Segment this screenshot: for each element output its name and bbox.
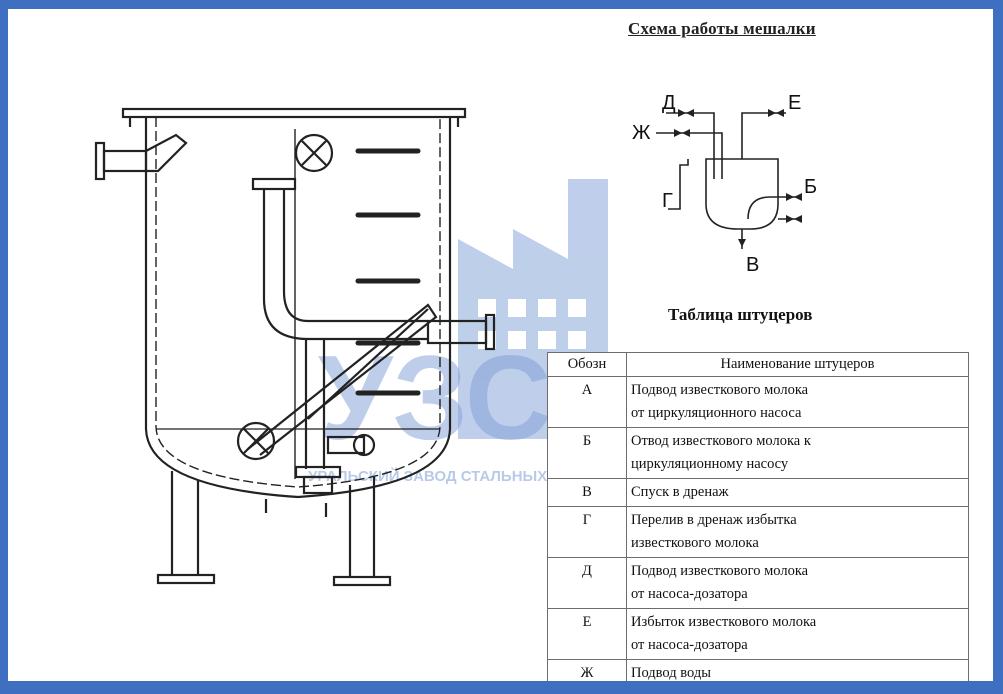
row-code: Ж <box>547 659 627 681</box>
scheme-tank <box>705 158 779 230</box>
row-name: Избыток известкового молока от насоса-до… <box>626 608 969 660</box>
row-code: В <box>547 478 627 507</box>
fittings-table: Обозн Наименование штуцеров А Подвод изв… <box>547 352 969 681</box>
table-row: Б Отвод известкового молока к циркуляцио… <box>547 427 969 479</box>
table-row: Г Перелив в дренаж избытка известкового … <box>547 506 969 558</box>
scheme-title: Схема работы мешалки <box>628 19 816 38</box>
scheme-label-d: Д <box>662 92 676 114</box>
row-name: Подвод воды <box>626 659 969 681</box>
table-title: Таблица штуцеров <box>668 305 813 324</box>
header-code: Обозн <box>547 352 627 377</box>
top-flange <box>121 107 467 119</box>
row-code: Б <box>547 427 627 479</box>
mixer-vessel-drawing <box>94 107 496 587</box>
header-name: Наименование штуцеров <box>626 352 969 377</box>
scheme-label-v: В <box>746 254 759 276</box>
table-header-row: Обозн Наименование штуцеров <box>547 352 969 377</box>
vessel-shell <box>144 117 452 499</box>
operating-scheme: Д Ж Е Г Б В <box>632 92 817 276</box>
table-row: Ж Подвод воды <box>547 659 969 681</box>
row-name: Спуск в дренаж <box>626 478 969 507</box>
row-name: Отвод известкового молока к циркуляционн… <box>626 427 969 479</box>
diagram-frame: УЗСК УРАЛЬСКИЙ ЗАВОД СТАЛЬНЫХ КОНСТРУКЦИ… <box>8 9 993 681</box>
inspection-gauge-bottom <box>236 421 276 461</box>
row-code: А <box>547 376 627 428</box>
scheme-label-g: Г <box>662 190 673 212</box>
row-name: Подвод известкового молока от насоса-доз… <box>626 557 969 609</box>
row-name: Подвод известкового молока от циркуляцио… <box>626 376 969 428</box>
scheme-label-b: Б <box>804 176 817 198</box>
row-code: Е <box>547 608 627 660</box>
table-row: Е Избыток известкового молока от насоса-… <box>547 608 969 660</box>
row-code: Д <box>547 557 627 609</box>
table-row: А Подвод известкового молока от циркуляц… <box>547 376 969 428</box>
table-row: Д Подвод известкового молока от насоса-д… <box>547 557 969 609</box>
scheme-label-e: Е <box>788 92 801 114</box>
scheme-label-zh: Ж <box>632 122 651 144</box>
row-code: Г <box>547 506 627 558</box>
table-row: В Спуск в дренаж <box>547 478 969 507</box>
row-name: Перелив в дренаж избытка известкового мо… <box>626 506 969 558</box>
